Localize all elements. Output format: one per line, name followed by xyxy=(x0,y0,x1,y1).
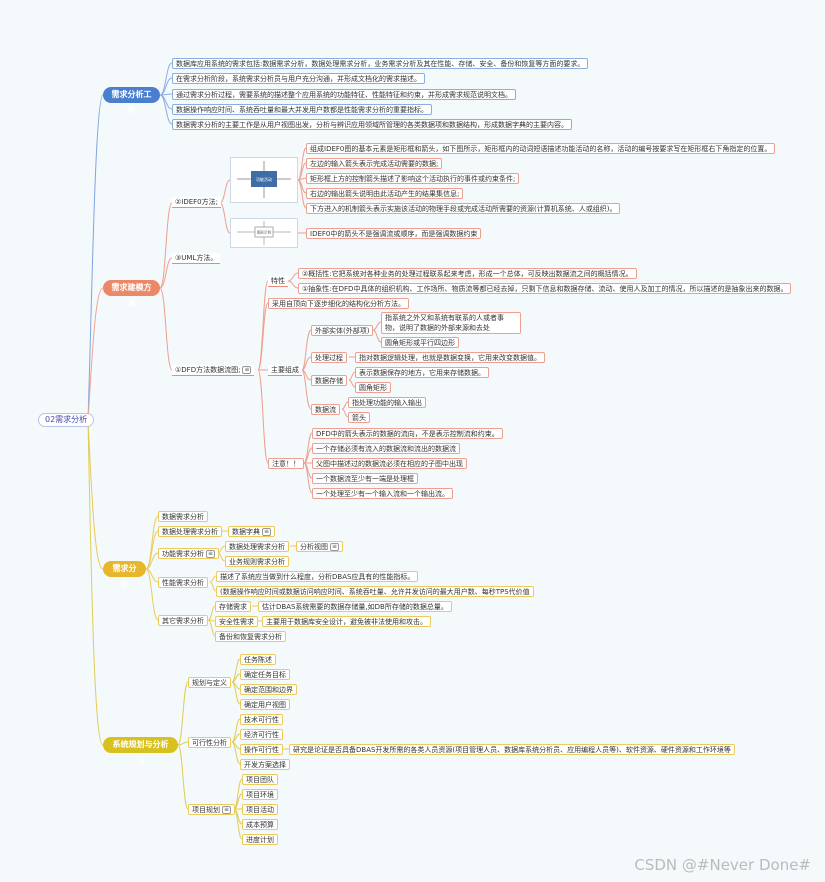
dfd-process[interactable]: 处理过程 xyxy=(311,352,347,363)
b4-project-item-4[interactable]: 成本预算 xyxy=(242,819,278,830)
note-icon: ≡ xyxy=(330,543,340,551)
b3-storage[interactable]: 存储需求 xyxy=(215,601,251,612)
dfd-store-item-2[interactable]: 圆角矩形 xyxy=(355,382,391,393)
b3-storage-item[interactable]: 估计DBAS系统需要的数据存储量,如DB所存储的数据总量。 xyxy=(258,601,452,612)
b1-item-4[interactable]: 数据操作响应时间、系统吞吐量和最大并发用户数都是性能需求分析的重要指标。 xyxy=(172,104,432,115)
idef0-g1-2[interactable]: 左边的输入箭头表示完成活动需要的数据; xyxy=(306,158,443,169)
dfd-features[interactable]: 特性 xyxy=(268,276,288,287)
b4-plan-item-1[interactable]: 任务陈述 xyxy=(240,654,276,665)
dfd-note-1[interactable]: DFD中的箭头表示的数据的流向，不是表示控制流和约束。 xyxy=(312,428,503,439)
b4-feas-item-3[interactable]: 操作可行性 xyxy=(240,744,283,755)
b3-proc-req[interactable]: 数据处理需求分析 xyxy=(158,526,222,537)
dfd-note-4[interactable]: 一个数据流至少有一端是处理框 xyxy=(312,473,418,484)
idef0-diagram-thumbnail: 功能活动 xyxy=(230,157,298,203)
link-root-b1 xyxy=(87,94,104,421)
idef0-g1-1[interactable]: 组成IDEF0图的基本元素是矩形框和箭头，如下图所示，矩形框内的动词短语描述功能… xyxy=(306,143,776,154)
dfd-components[interactable]: 主要组成 xyxy=(268,365,302,376)
b3-backup[interactable]: 备份和恢复需求分析 xyxy=(215,631,286,642)
dfd-ext-item-1[interactable]: 指系统之外又和系统有联系的人或者事物，说明了数据的外部来源和去处 xyxy=(381,312,521,334)
dfd-flow-item-1[interactable]: 指处理功能的输入输出 xyxy=(348,397,426,408)
note-icon: ≡ xyxy=(206,550,216,558)
uml-method[interactable]: ③UML方法。 xyxy=(172,253,221,264)
b4-plan-item-4[interactable]: 确定用户视图 xyxy=(240,699,290,710)
idef0-g1-3[interactable]: 矩形框上方的控制箭头描述了影响这个活动执行的事件或约束条件; xyxy=(306,173,520,184)
b4-feas-item-4[interactable]: 开发方案选择 xyxy=(240,759,290,770)
note-icon: ≡ xyxy=(262,528,272,536)
idef0-g1-5[interactable]: 下方进入的机制箭头表示实施该活动的物理手段或完成活动所需要的资源(计算机系统、人… xyxy=(306,203,621,214)
idef0-method[interactable]: ②IDEF0方法; xyxy=(172,197,221,208)
b3-func-b[interactable]: 业务规则需求分析 xyxy=(225,556,289,567)
dfd-store-item-1[interactable]: 表示数据保存的地方，它用来存储数据。 xyxy=(355,367,489,378)
dfd-data-store[interactable]: 数据存储 xyxy=(311,375,347,386)
link-root-b2 xyxy=(87,287,104,421)
idef0-example-thumbnail: 图形示例 xyxy=(230,218,298,248)
b3-func-a-child[interactable]: 分析视图≡ xyxy=(296,541,344,552)
dfd-feature-2[interactable]: ①抽象性:在DFD中具体的组织机构、工作场所、物质流等都已经去掉，只剩下信息和数… xyxy=(298,283,792,294)
dfd-topdown[interactable]: 采用自顶向下逐步细化的结构化分析方法。 xyxy=(268,298,409,309)
dfd-note-2[interactable]: 一个存储必须有流入的数据流和流出的数据流 xyxy=(312,443,460,454)
b3-other-req[interactable]: 其它需求分析 xyxy=(158,615,208,626)
b4-plan-item-2[interactable]: 确定任务目标 xyxy=(240,669,290,680)
b1-item-1[interactable]: 数据库应用系统的需求包括:数据需求分析，数据处理需求分析，业务需求分析及其在性能… xyxy=(172,58,589,69)
note-icon: ≡ xyxy=(222,806,232,814)
root-topic[interactable]: 02需求分析 xyxy=(38,413,95,427)
b3-dict[interactable]: 数据字典≡ xyxy=(228,526,276,537)
dfd-data-flow[interactable]: 数据流 xyxy=(311,404,340,415)
b1-item-3[interactable]: 通过需求分析过程，需要系统的描述整个应用系统的功能特征、性能特征和约束，并形成需… xyxy=(172,89,516,100)
b3-security-item[interactable]: 主要用于数据库安全设计，避免被非法使用和攻击。 xyxy=(262,616,431,627)
note-icon: ≡ xyxy=(139,757,145,765)
b4-op-detail[interactable]: 研究是论证是否具备DBAS开发所需的各类人员资源(项目管理人员、数据库系统分析员… xyxy=(289,744,735,755)
note-icon: ≡ xyxy=(242,366,252,374)
b4-project-item-3[interactable]: 项目活动 xyxy=(242,804,278,815)
topic-requirement-modeling[interactable]: 需求建模方法 xyxy=(103,280,160,308)
idef0-g1-4[interactable]: 右边的输出箭头说明由此活动产生的结果集信息; xyxy=(306,188,464,199)
topic-system-planning[interactable]: 系统规划与分析≡ xyxy=(103,737,178,765)
b3-data-req[interactable]: 数据需求分析 xyxy=(158,511,208,522)
topic-requirement-analysis[interactable]: 需求分析 xyxy=(103,561,146,589)
b4-project[interactable]: 项目规划≡ xyxy=(188,804,236,815)
b4-plan-item-3[interactable]: 确定范围和边界 xyxy=(240,684,297,695)
dfd-proc-item[interactable]: 指对数据逻辑处理，也就是数据变换，它用来改变数据值。 xyxy=(355,352,545,363)
link-root-b4 xyxy=(87,419,104,746)
b1-item-5[interactable]: 数据需求分析的主要工作是从用户视图出发，分析与辨识应用领域所管理的各类数据项和数… xyxy=(172,119,572,130)
b4-project-item-2[interactable]: 项目环境 xyxy=(242,789,278,800)
b3-func-req[interactable]: 功能需求分析≡ xyxy=(158,548,220,559)
dfd-ext-item-2[interactable]: 圆角矩形或平行四边形 xyxy=(381,337,459,348)
b4-feas-item-1[interactable]: 技术可行性 xyxy=(240,714,283,725)
dfd-note-3[interactable]: 父图中描述过的数据流必须在相应的子图中出现 xyxy=(312,458,467,469)
dfd-external-entity[interactable]: 外部实体(外部项) xyxy=(311,325,374,336)
topic-requirement-analysis-work[interactable]: 需求分析工作 xyxy=(103,87,160,115)
b4-project-item-1[interactable]: 项目团队 xyxy=(242,774,278,785)
b3-perf-item-1[interactable]: 描述了系统应当做到什么程度，分析DBAS应具有的性能指标。 xyxy=(216,571,419,582)
dfd-feature-1[interactable]: ②概括性:它把系统对各种业务的处理过程联系起来考虑，形成一个总体，可反映出数据流… xyxy=(298,268,637,279)
link-root-b3 xyxy=(87,419,104,570)
b4-feas-item-2[interactable]: 经济可行性 xyxy=(240,729,283,740)
dfd-method[interactable]: ①DFD方法数据流图;≡ xyxy=(172,365,255,376)
thumb1-text: 功能活动 xyxy=(256,176,272,182)
b4-plan-def[interactable]: 规划与定义 xyxy=(188,677,231,688)
b4-feasibility[interactable]: 可行性分析 xyxy=(188,737,231,748)
dfd-notes[interactable]: 注意！！ xyxy=(268,458,304,469)
b3-perf-req[interactable]: 性能需求分析 xyxy=(158,577,208,588)
b3-security[interactable]: 安全性需求 xyxy=(215,616,258,627)
thumb2-text: 图形示例 xyxy=(257,230,271,235)
b4-project-item-5[interactable]: 进度计划 xyxy=(242,834,278,845)
b3-perf-item-2[interactable]: (数据操作响应时间或数据访问响应时间、系统吞吐量、允许并发访问的最大用户数、每秒… xyxy=(216,586,534,597)
b3-func-a[interactable]: 数据处理需求分析 xyxy=(225,541,289,552)
b1-item-2[interactable]: 在需求分析阶段，系统需求分析员与用户充分沟通，并形成文档化的需求描述。 xyxy=(172,73,425,84)
watermark: CSDN @#Never Done# xyxy=(634,856,811,874)
dfd-flow-item-2[interactable]: 箭头 xyxy=(348,412,370,423)
idef0-g2-1[interactable]: IDEF0中的箭头不是强调流或顺序，而是强调数据约束 xyxy=(306,228,482,239)
dfd-note-5[interactable]: 一个处理至少有一个输入流和一个输出流。 xyxy=(312,488,453,499)
